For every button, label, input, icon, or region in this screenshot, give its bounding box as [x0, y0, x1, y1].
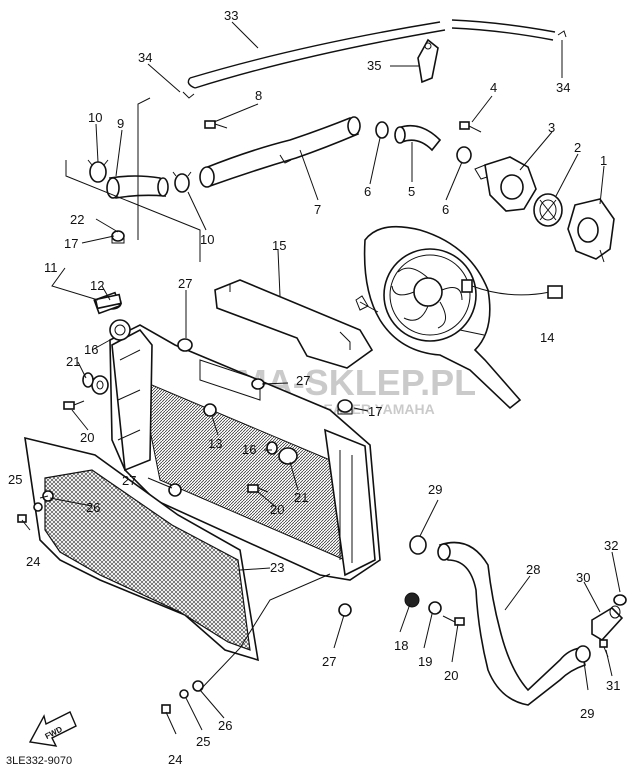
part-label-27: 27 [322, 654, 336, 669]
part-label-32: 32 [604, 538, 618, 553]
leader-lines [21, 21, 621, 735]
radiator-hose-lower [437, 541, 586, 706]
washer [428, 601, 442, 615]
part-label-7: 7 [314, 202, 321, 217]
part-label-9: 9 [117, 116, 124, 131]
part-label-22: 22 [70, 212, 84, 227]
part-label-17: 17 [368, 404, 382, 419]
part-label-34: 34 [138, 50, 152, 65]
bolt [161, 704, 171, 714]
collar [337, 399, 353, 415]
part-label-20: 20 [270, 502, 284, 517]
part-labels: 33 34 34 35 8 4 10 9 3 2 1 6 5 6 7 10 22… [8, 8, 620, 767]
part-label-15: 15 [272, 238, 286, 253]
part-label-16: 16 [242, 442, 256, 457]
radiator-shroud [214, 279, 374, 369]
part-label-31: 31 [606, 678, 620, 693]
part-label-20: 20 [444, 668, 458, 683]
part-label-2: 2 [574, 140, 581, 155]
part-label-26: 26 [86, 500, 100, 515]
bolt [247, 484, 269, 493]
thermostat [533, 193, 563, 227]
part-label-17: 17 [64, 236, 78, 251]
radiator-guard [24, 436, 259, 662]
damper [168, 483, 182, 497]
part-label-21: 21 [294, 490, 308, 505]
part-label-10: 10 [200, 232, 214, 247]
diagram-code: 3LE332-9070 [6, 755, 72, 767]
part-label-5: 5 [408, 184, 415, 199]
hose-joint [591, 605, 624, 642]
hose-clamp [87, 159, 109, 183]
bolt [17, 514, 27, 523]
radiator [109, 319, 381, 581]
part-label-16: 16 [84, 342, 98, 357]
part-label-30: 30 [576, 570, 590, 585]
part-label-24: 24 [26, 554, 40, 569]
cooling-fan [355, 225, 563, 410]
part-label-23: 23 [270, 560, 284, 575]
part-label-25: 25 [196, 734, 210, 749]
part-label-4: 4 [490, 80, 497, 95]
nut [203, 403, 217, 417]
part-label-34: 34 [556, 80, 570, 95]
hose-bracket [417, 38, 439, 84]
collar [192, 680, 204, 692]
part-label-3: 3 [548, 120, 555, 135]
part-label-29: 29 [580, 706, 594, 721]
part-label-6: 6 [442, 202, 449, 217]
bolt [442, 615, 465, 626]
part-label-25: 25 [8, 472, 22, 487]
hose-clamp [575, 645, 591, 663]
washer [33, 502, 43, 512]
part-label-24: 24 [168, 752, 182, 767]
hose-clamp [172, 171, 192, 193]
part-label-20: 20 [80, 430, 94, 445]
bolt [459, 121, 482, 133]
part-label-33: 33 [224, 8, 238, 23]
part-label-11: 11 [44, 260, 58, 275]
plate [94, 293, 122, 310]
part-label-1: 1 [600, 153, 607, 168]
part-label-10: 10 [88, 110, 102, 125]
o-ring [613, 594, 627, 606]
fwd-arrow-icon: FWD [28, 711, 77, 747]
radiator-hose-upper [199, 116, 361, 188]
part-label-29: 29 [428, 482, 442, 497]
part-label-21: 21 [66, 354, 80, 369]
bolt [204, 120, 228, 129]
thermostat-housing [567, 198, 615, 263]
hose-clamp [375, 121, 389, 139]
part-label-19: 19 [418, 654, 432, 669]
grommet [278, 447, 298, 465]
overflow-hose [182, 19, 567, 99]
hose-clamp [409, 535, 427, 555]
part-label-27: 27 [178, 276, 192, 291]
part-label-35: 35 [367, 58, 381, 73]
part-label-8: 8 [255, 88, 262, 103]
nut [404, 592, 420, 608]
bolt [63, 400, 85, 410]
part-label-26: 26 [218, 718, 232, 733]
collar [111, 230, 125, 244]
washer [266, 441, 278, 455]
washer [179, 689, 189, 699]
part-label-27: 27 [296, 373, 310, 388]
damper [177, 338, 193, 352]
part-label-28: 28 [526, 562, 540, 577]
part-label-14: 14 [540, 330, 554, 345]
part-label-18: 18 [394, 638, 408, 653]
part-label-13: 13 [208, 436, 222, 451]
grommet [91, 375, 109, 395]
damper [338, 603, 352, 617]
part-label-6: 6 [364, 184, 371, 199]
thermostat-hose [394, 124, 442, 152]
part-label-27: 27 [122, 473, 136, 488]
hose-clamp [456, 146, 472, 164]
part-label-12: 12 [90, 278, 104, 293]
thermostat-cover [474, 156, 537, 212]
